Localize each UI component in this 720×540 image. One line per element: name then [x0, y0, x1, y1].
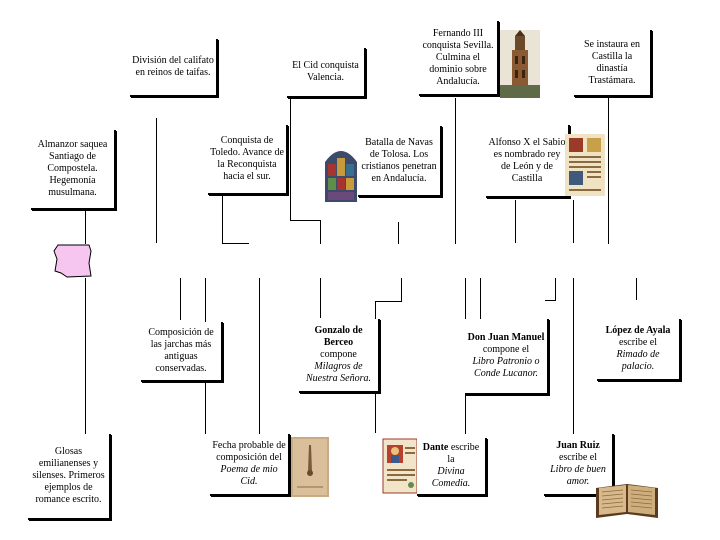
lit-jarchas-text: Composición de las jarchas más antiguas …: [148, 327, 214, 374]
lit-ruiz-name: Juan Ruiz: [556, 440, 600, 451]
connector-line: [375, 301, 402, 302]
manuscript-icon: [565, 134, 605, 196]
stained-glass-icon: [322, 144, 360, 202]
connector-line: [320, 278, 321, 318]
dante-illumination-icon: [381, 437, 419, 497]
lit-ayala: López de Ayala escribe el Rimado de pala…: [597, 319, 681, 381]
connector-line: [573, 278, 574, 434]
open-book-icon: [594, 478, 660, 522]
connector-line: [180, 300, 181, 320]
event-alfonso-text: Alfonso X el Sabio es nombrado rey de Le…: [488, 136, 566, 184]
lit-jarchas: Composición de las jarchas más antiguas …: [141, 322, 223, 382]
event-navas-text: Batalla de Navas de Tolosa. Los cristian…: [361, 136, 437, 184]
lit-ayala-work: Rimado de palacio.: [616, 349, 660, 372]
lit-cid-poem: Fecha probable de composición del Poema …: [210, 434, 290, 496]
lit-ruiz-verb: escribe el: [558, 452, 598, 463]
event-fernando: Fernando III conquista Sevilla. Culmina …: [419, 21, 499, 96]
connector-line: [636, 278, 637, 300]
lit-berceo-verb: compone: [320, 349, 357, 360]
lit-cid-poem-work: Poema de mio Cid.: [220, 464, 278, 487]
lit-dante-name: Dante: [422, 442, 449, 453]
lit-dante: Dante escribe la Divina Comedia.: [417, 438, 487, 496]
event-fernando-text: Fernando III conquista Sevilla. Culmina …: [422, 27, 494, 87]
lit-ayala-verb: escribe el: [618, 337, 658, 348]
event-navas: Batalla de Navas de Tolosa. Los cristian…: [358, 126, 442, 197]
lit-ayala-name: López de Ayala: [605, 325, 671, 336]
lit-glosas: Glosas emilianenses y silenses. Primeros…: [28, 434, 111, 520]
event-alfonso: Alfonso X el Sabio es nombrado rey de Le…: [486, 125, 570, 198]
connector-line: [222, 243, 249, 244]
connector-line: [401, 278, 402, 302]
connector-line: [320, 220, 321, 244]
lit-juan-manuel-work: Libro Patronio o Conde Lucanor.: [472, 356, 540, 379]
connector-line: [573, 200, 574, 243]
event-cid-valencia-text: El Cid conquista Valencia.: [292, 60, 359, 83]
lit-dante-work: Divina Comedia.: [431, 466, 471, 489]
connector-line: [290, 98, 291, 220]
event-taifas: División del califato en reinos de taifa…: [130, 39, 218, 97]
connector-line: [85, 278, 86, 434]
lit-juan-manuel-name: Don Juan Manuel: [467, 332, 545, 343]
event-toledo-text: Conquista de Toledo. Avance de la Reconq…: [210, 135, 284, 182]
event-almanzor-text: Almanzor saquea Santiago de Compostela. …: [37, 139, 108, 198]
lit-berceo-work: Milagros de Nuestra Señora.: [306, 361, 371, 384]
connector-line: [545, 300, 556, 301]
event-trastamara: Se instaura en Castilla la dinastía Tras…: [574, 30, 652, 97]
lit-cid-poem-prefix: Fecha probable de composición del: [212, 440, 286, 463]
event-almanzor: Almanzor saquea Santiago de Compostela. …: [31, 130, 116, 210]
connector-line: [290, 220, 320, 221]
event-toledo: Conquista de Toledo. Avance de la Reconq…: [208, 125, 288, 195]
connector-line: [398, 222, 399, 244]
connector-line: [480, 278, 481, 320]
event-cid-valencia: El Cid conquista Valencia.: [287, 48, 366, 98]
event-trastamara-text: Se instaura en Castilla la dinastía Tras…: [583, 38, 641, 86]
lit-berceo: Gonzalo de Berceo compone Milagros de Nu…: [299, 319, 380, 393]
connector-line: [608, 98, 609, 244]
connector-line: [555, 278, 556, 300]
lit-ruiz-work: Libro de buen amor.: [550, 464, 606, 487]
map-shape-icon: [53, 243, 93, 279]
connector-line: [515, 200, 516, 243]
lit-juan-manuel: Don Juan Manuel compone el Libro Patroni…: [465, 319, 549, 395]
giralda-tower-icon: [500, 30, 540, 98]
lit-juan-manuel-verb: compone el: [482, 344, 530, 355]
cid-parchment-icon: [291, 437, 329, 497]
connector-line: [455, 98, 456, 244]
lit-juan-ruiz: Juan Ruiz escribe el Libro de buen amor.: [544, 434, 614, 496]
event-taifas-text: División del califato en reinos de taifa…: [132, 55, 214, 78]
connector-line: [259, 278, 260, 434]
connector-line: [180, 278, 181, 300]
lit-glosas-text: Glosas emilianenses y silenses. Primeros…: [32, 446, 105, 505]
connector-line: [222, 196, 223, 244]
lit-berceo-name: Gonzalo de Berceo: [314, 325, 363, 348]
connector-line: [156, 118, 157, 243]
connector-line: [85, 210, 86, 244]
lit-dante-verb: escribe la: [447, 442, 480, 465]
